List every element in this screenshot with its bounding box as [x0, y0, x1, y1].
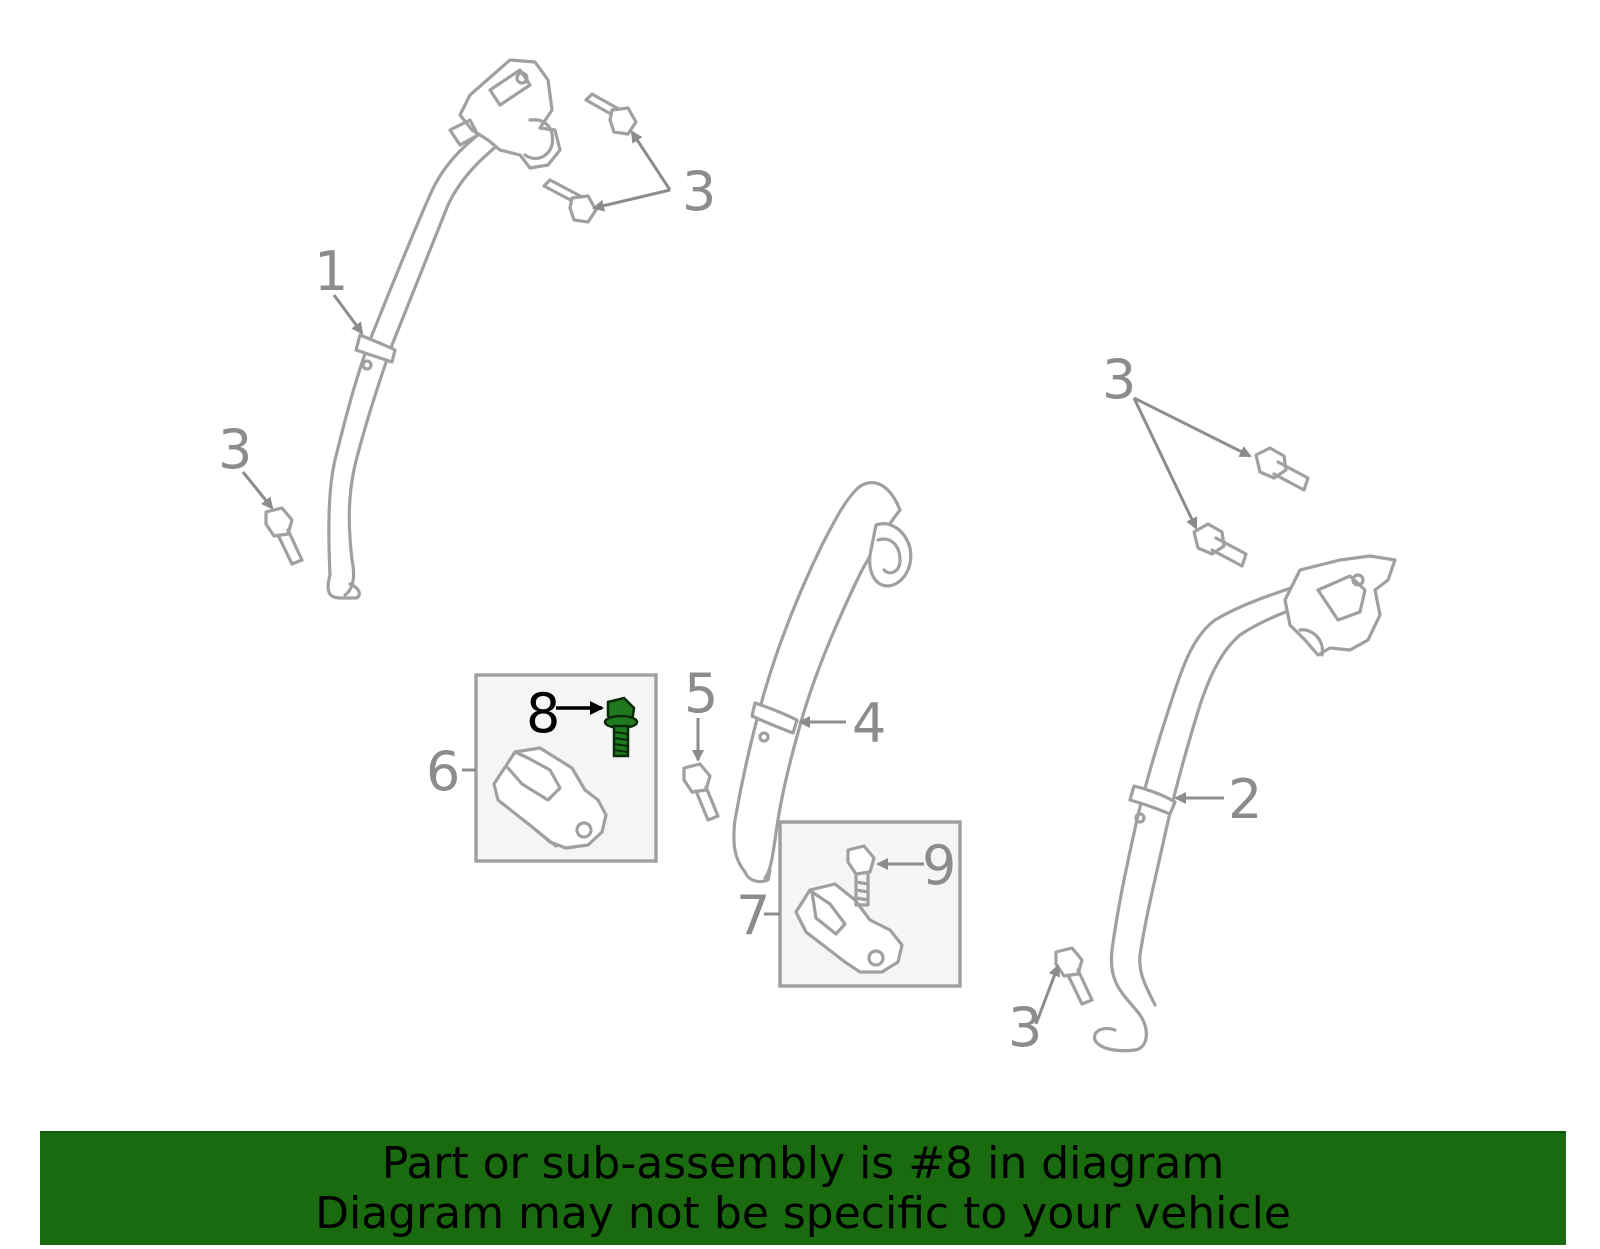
callout-4: 4 — [852, 692, 886, 755]
bolt-9 — [846, 844, 876, 907]
bolt-3-upper-right — [584, 92, 638, 136]
callout-3-left: 3 — [218, 418, 252, 481]
bolt-5 — [682, 762, 720, 822]
info-banner: Part or sub-assembly is #8 in diagram Di… — [40, 1131, 1566, 1245]
seat-belt-assembly-4 — [732, 481, 913, 884]
banner-disclaimer-line: Diagram may not be specific to your vehi… — [315, 1188, 1291, 1239]
callout-1: 1 — [314, 240, 348, 303]
callout-2: 2 — [1228, 768, 1262, 831]
bolt-3-upper-middle — [542, 178, 598, 224]
callout-5: 5 — [684, 662, 718, 725]
bolt-8-highlighted — [603, 696, 639, 758]
callout-8: 8 — [526, 682, 560, 745]
callout-6: 6 — [426, 740, 460, 803]
callout-3-right-bottom: 3 — [1008, 996, 1042, 1059]
buckle-assembly-6 — [492, 746, 608, 850]
callout-3-right-top: 3 — [1102, 348, 1136, 411]
bolt-3-right-top — [1254, 446, 1310, 492]
bolt-3-left — [264, 506, 304, 566]
banner-part-line: Part or sub-assembly is #8 in diagram — [381, 1138, 1225, 1189]
bolt-3-right-bottom — [1054, 946, 1094, 1006]
seat-belt-assembly-1 — [326, 58, 562, 600]
seat-belt-assembly-2 — [1092, 554, 1397, 1053]
callout-7: 7 — [736, 884, 770, 947]
bolt-3-right-middle — [1192, 522, 1248, 568]
callout-9: 9 — [922, 834, 956, 897]
callout-3-top: 3 — [682, 160, 716, 223]
